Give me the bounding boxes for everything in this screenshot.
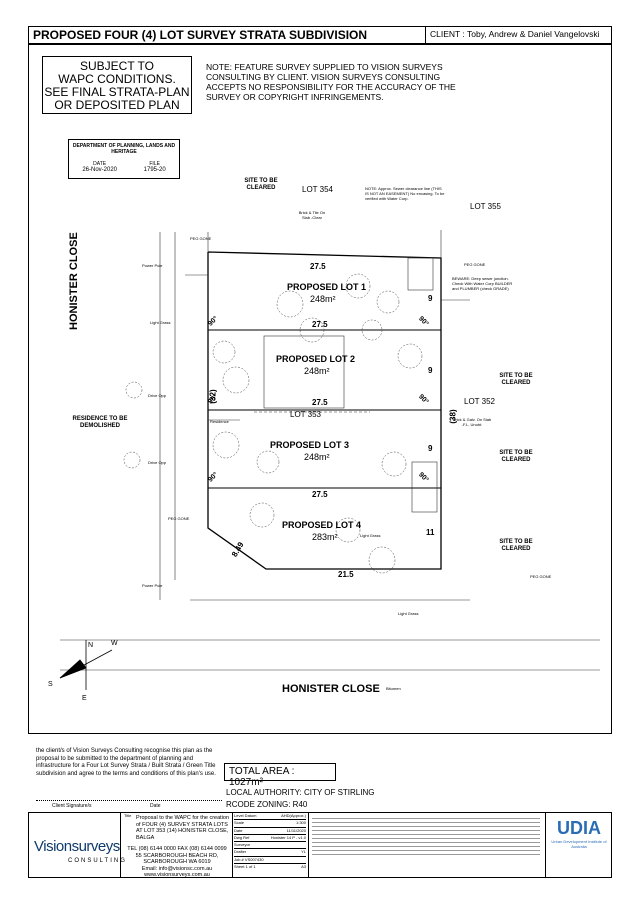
- date-label: Date: [150, 803, 161, 809]
- contact-web: www.visionsurveys.com.au: [144, 872, 210, 878]
- north-n: N: [88, 642, 93, 649]
- peg-gone-2: PEG GONE: [464, 262, 486, 267]
- contact-phone: TEL (08) 6144 0000 FAX (08) 6144 0099: [127, 846, 227, 852]
- lot3-name: PROPOSED LOT 3: [270, 440, 350, 450]
- contact-email: Email: info@visionsc.com.au: [141, 865, 213, 872]
- north-w: W: [111, 640, 118, 647]
- stamp-file-label: FILE: [149, 161, 160, 167]
- peg-gone-4: PEG GONE: [530, 574, 552, 579]
- udia-sub: Urban Development Institute of Australia: [551, 839, 607, 849]
- lot4-area: 283m²: [312, 532, 338, 542]
- total-area-box: TOTAL AREA : 1027m²: [224, 763, 336, 788]
- site-cleared-label-4: SITE TO BE CLEARED: [499, 539, 533, 552]
- dim-right-2: 9: [428, 366, 433, 375]
- sheet-size: A3: [301, 864, 306, 870]
- header-bar: PROPOSED FOUR (4) LOT SURVEY STRATA SUBD…: [28, 26, 612, 44]
- sheet-number: Sheet 1 of 1: [234, 864, 256, 870]
- local-authority: LOCAL AUTHORITY: CITY OF STIRLING: [226, 788, 375, 797]
- client-label: CLIENT : Toby, Andrew & Daniel Vangelovs…: [425, 27, 611, 43]
- contact-address1: 55 SCARBOROUGH BEACH RD,: [135, 852, 219, 859]
- dim-top: 27.5: [310, 262, 326, 271]
- company-logo: Visionsurveys: [34, 838, 120, 855]
- lot2-name: PROPOSED LOT 2: [276, 354, 356, 364]
- light-grass-3: Light Grass: [360, 533, 381, 538]
- survey-note: NOTE: FEATURE SURVEY SUPPLIED TO VISION …: [206, 62, 456, 102]
- lot1-name: PROPOSED LOT 1: [287, 282, 367, 292]
- drive-opp-1: Drive Opp: [148, 393, 167, 398]
- contact-address2: SCARBOROUGH WA 6019: [143, 859, 211, 865]
- street-side: HONISTER CLOSE: [68, 232, 80, 330]
- dim-3: 27.5: [312, 398, 328, 407]
- lot1-area: 248m²: [310, 294, 336, 304]
- fine-print: [312, 815, 540, 875]
- stamp-heading: DEPARTMENT OF PLANNING, LANDS AND HERITA…: [72, 143, 176, 155]
- subject-line: WAPC CONDITIONS.: [58, 72, 176, 86]
- dim-bottom: 21.5: [338, 570, 354, 579]
- client-declaration: the client/s of Vision Surveys Consultin…: [36, 748, 216, 777]
- sewer-note: NOTE: Approx. Sewer clearance line (THIS…: [365, 186, 445, 201]
- lot4-name: PROPOSED LOT 4: [282, 520, 362, 530]
- peg-gone-1: PEG GONE: [190, 236, 212, 241]
- north-e: E: [82, 695, 87, 702]
- lot355-label: LOT 355: [470, 202, 501, 211]
- dim-2: 27.5: [312, 320, 328, 329]
- beware-note: BEWARE: Deep sewer junction. Check With …: [452, 276, 513, 291]
- drive-opp-2: Drive Opp: [148, 460, 167, 465]
- lot3-area: 248m²: [304, 452, 330, 462]
- north-s: S: [48, 681, 53, 688]
- stamp-date: 26-Nov-2020: [82, 167, 117, 173]
- dim-right-1: 9: [428, 294, 433, 303]
- north-arrow: [59, 640, 113, 690]
- subject-line: SEE FINAL STRATA-PLAN: [44, 85, 190, 99]
- stamp-date-label: DATE: [93, 161, 107, 167]
- dim-4: 27.5: [312, 490, 328, 499]
- lot352-label: LOT 352: [464, 397, 495, 406]
- site-cleared-label-2: SITE TO BE CLEARED: [499, 373, 533, 386]
- udia-logo: UDIA Urban Development Institute of Aust…: [550, 818, 608, 849]
- lot354-label: LOT 354: [302, 185, 333, 194]
- rcode-zoning: RCODE ZONING: R40: [226, 800, 308, 809]
- dim-right-3: 9: [428, 444, 433, 453]
- title-block: [28, 812, 612, 878]
- brick-tile-1: Brick & Tile On Slab -Clear: [298, 210, 326, 220]
- site-cleared-label-3: SITE TO BE CLEARED: [499, 450, 533, 463]
- power-pole-2: Power Pole: [142, 583, 163, 588]
- power-pole-1: Power Pole: [142, 263, 163, 268]
- company-logo-sub: CONSULTING: [68, 858, 127, 864]
- lot2-area: 248m²: [304, 366, 330, 376]
- job-number: Job # VS007430: [234, 857, 306, 865]
- planning-stamp: DEPARTMENT OF PLANNING, LANDS AND HERITA…: [68, 139, 180, 179]
- brick-tile-2: Brick & Galv. On Slab -F.L. Unobt.: [452, 417, 492, 427]
- plan-frame: [28, 44, 612, 734]
- bitumen-label: Bitumen: [386, 686, 401, 691]
- street-bottom: HONISTER CLOSE: [282, 683, 380, 695]
- title-label: Title: [124, 813, 132, 818]
- peg-gone-3: PEG GONE: [168, 516, 190, 521]
- lot353-label: LOT 353: [290, 410, 321, 419]
- dim-right-total: (38): [448, 409, 458, 424]
- subject-line: SUBJECT TO: [79, 59, 155, 73]
- site-cleared-label: SITE TO BE CLEARED: [244, 178, 278, 191]
- total-area: TOTAL AREA : 1027m²: [229, 766, 295, 788]
- subject-line: OR DEPOSITED PLAN: [54, 98, 180, 112]
- dim-right-4: 11: [426, 528, 435, 537]
- signature-label: Client Signature/s: [52, 803, 92, 809]
- title-description: Proposal to the WAPC for the creation of…: [136, 815, 230, 841]
- property-boundary: [207, 251, 442, 570]
- light-grass-2: Light Grass: [398, 611, 419, 616]
- udia-mark: UDIA: [557, 818, 601, 838]
- residence-demolish-label: RESIDENCE TO BE DEMOLISHED: [72, 416, 128, 429]
- subject-box: SUBJECT TO WAPC CONDITIONS. SEE FINAL ST…: [42, 56, 192, 114]
- plan-title: PROPOSED FOUR (4) LOT SURVEY STRATA SUBD…: [33, 28, 368, 42]
- stamp-file: 1795-20: [143, 167, 166, 173]
- residence-label: Residence: [210, 419, 229, 424]
- light-grass-1: Light Grass: [150, 320, 171, 325]
- contact-block: TEL (08) 6144 0000 FAX (08) 6144 0099 55…: [124, 846, 230, 879]
